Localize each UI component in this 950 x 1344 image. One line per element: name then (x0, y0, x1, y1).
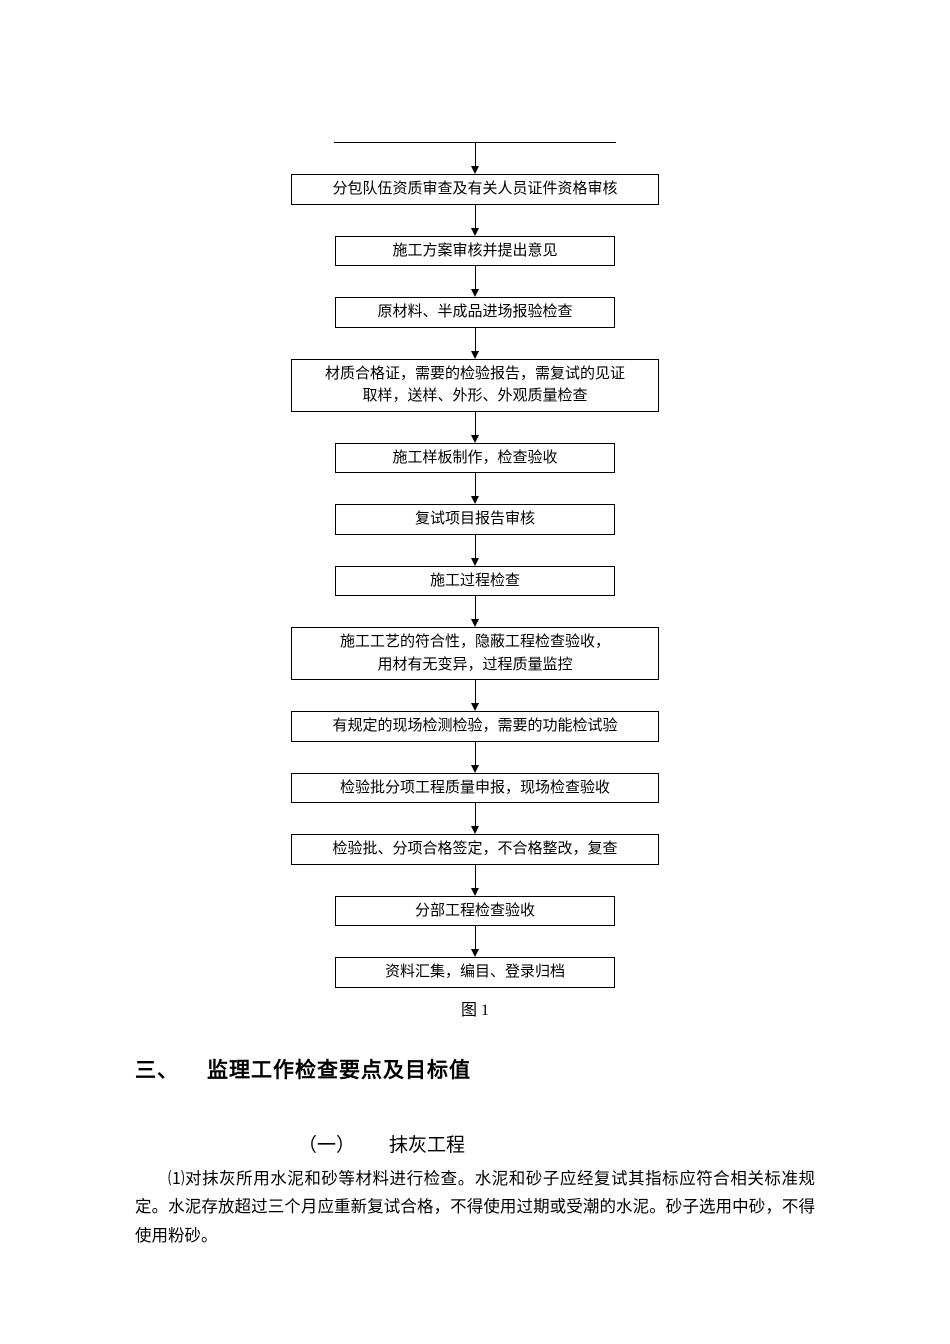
flow-box: 资料汇集，编目、登录归档 (335, 957, 615, 988)
section-heading: 三、 监理工作检查要点及目标值 (135, 1054, 815, 1084)
flow-box: 分部工程检查验收 (335, 895, 615, 926)
down-arrow (471, 534, 479, 566)
down-arrow (471, 473, 479, 504)
arrow-line (474, 803, 476, 826)
arrow-head-icon (471, 557, 479, 566)
subsection-title: 抹灰工程 (389, 1134, 466, 1156)
flow-box: 检验批、分项合格签定，不合格整改，复查 (291, 834, 659, 865)
section-heading-title: 监理工作检查要点及目标值 (207, 1058, 471, 1082)
arrow-head-icon (471, 496, 479, 504)
subsection-number: （一） (298, 1134, 356, 1156)
down-arrow (471, 680, 479, 711)
arrow-line (474, 596, 476, 619)
arrow-head-icon (471, 289, 479, 297)
flow-box: 施工过程检查 (335, 565, 615, 596)
arrow-line (474, 327, 476, 351)
arrow-head-icon (471, 949, 479, 957)
arrow-line (474, 266, 476, 289)
down-arrow (471, 204, 479, 236)
flowchart-nodes: 分包队伍资质审查及有关人员证件资格审核施工方案审核并提出意见原材料、半成品进场报… (291, 174, 659, 988)
body-paragraph: ⑴对抹灰所用水泥和砂等材料进行检查。水泥和砂子应经复试其指标应符合相关标准规定。… (135, 1168, 815, 1246)
down-arrow (471, 803, 479, 834)
arrow-line (474, 741, 476, 765)
down-arrow (471, 741, 479, 773)
arrow-line (474, 680, 476, 703)
arrow-head-icon (471, 434, 479, 443)
arrow-line (474, 143, 476, 166)
document-body: 三、 监理工作检查要点及目标值 （一） 抹灰工程 ⑴对抹灰所用水泥和砂等材料进行检查… (0, 1054, 950, 1252)
arrow-line (474, 473, 476, 496)
down-arrow (471, 864, 479, 896)
arrow-line (474, 534, 476, 558)
flow-box: 施工工艺的符合性，隐蔽工程检查验收， 用材有无变异，过程质量监控 (291, 627, 659, 680)
subsection-heading: （一） 抹灰工程 (298, 1130, 815, 1157)
arrow-head-icon (471, 350, 479, 359)
down-arrow (471, 926, 479, 957)
flow-box: 施工方案审核并提出意见 (335, 235, 615, 266)
arrow-head-icon (471, 227, 479, 236)
flow-box: 有规定的现场检测检验，需要的功能检试验 (291, 711, 659, 742)
figure-caption: 图 1 (460, 1001, 489, 1019)
flow-box: 施工样板制作，检查验收 (335, 442, 615, 473)
arrow-line (474, 411, 476, 435)
arrow-head-icon (471, 826, 479, 834)
arrow-head-icon (471, 887, 479, 896)
flow-box: 材质合格证，需要的检验报告，需复试的见证 取样，送样、外形、外观质量检查 (291, 358, 659, 412)
arrow-line (474, 926, 476, 949)
flow-box: 原材料、半成品进场报验检查 (335, 297, 615, 328)
down-arrow (471, 266, 479, 297)
arrow-line (474, 864, 476, 888)
arrow-head-icon (471, 764, 479, 773)
down-arrow (471, 143, 479, 174)
down-arrow (471, 327, 479, 359)
flow-box: 分包队伍资质审查及有关人员证件资格审核 (291, 174, 659, 205)
arrow-head-icon (471, 619, 479, 627)
down-arrow (471, 411, 479, 443)
down-arrow (471, 596, 479, 627)
section-heading-number: 三、 (135, 1058, 179, 1082)
flow-box: 检验批分项工程质量申报，现场检查验收 (291, 772, 659, 803)
flowchart: 分包队伍资质审查及有关人员证件资格审核施工方案审核并提出意见原材料、半成品进场报… (0, 142, 950, 1020)
arrow-head-icon (471, 166, 479, 174)
arrow-line (474, 204, 476, 228)
arrow-head-icon (471, 703, 479, 711)
flow-box: 复试项目报告审核 (335, 504, 615, 535)
flowchart-top-connector-line (334, 142, 616, 143)
